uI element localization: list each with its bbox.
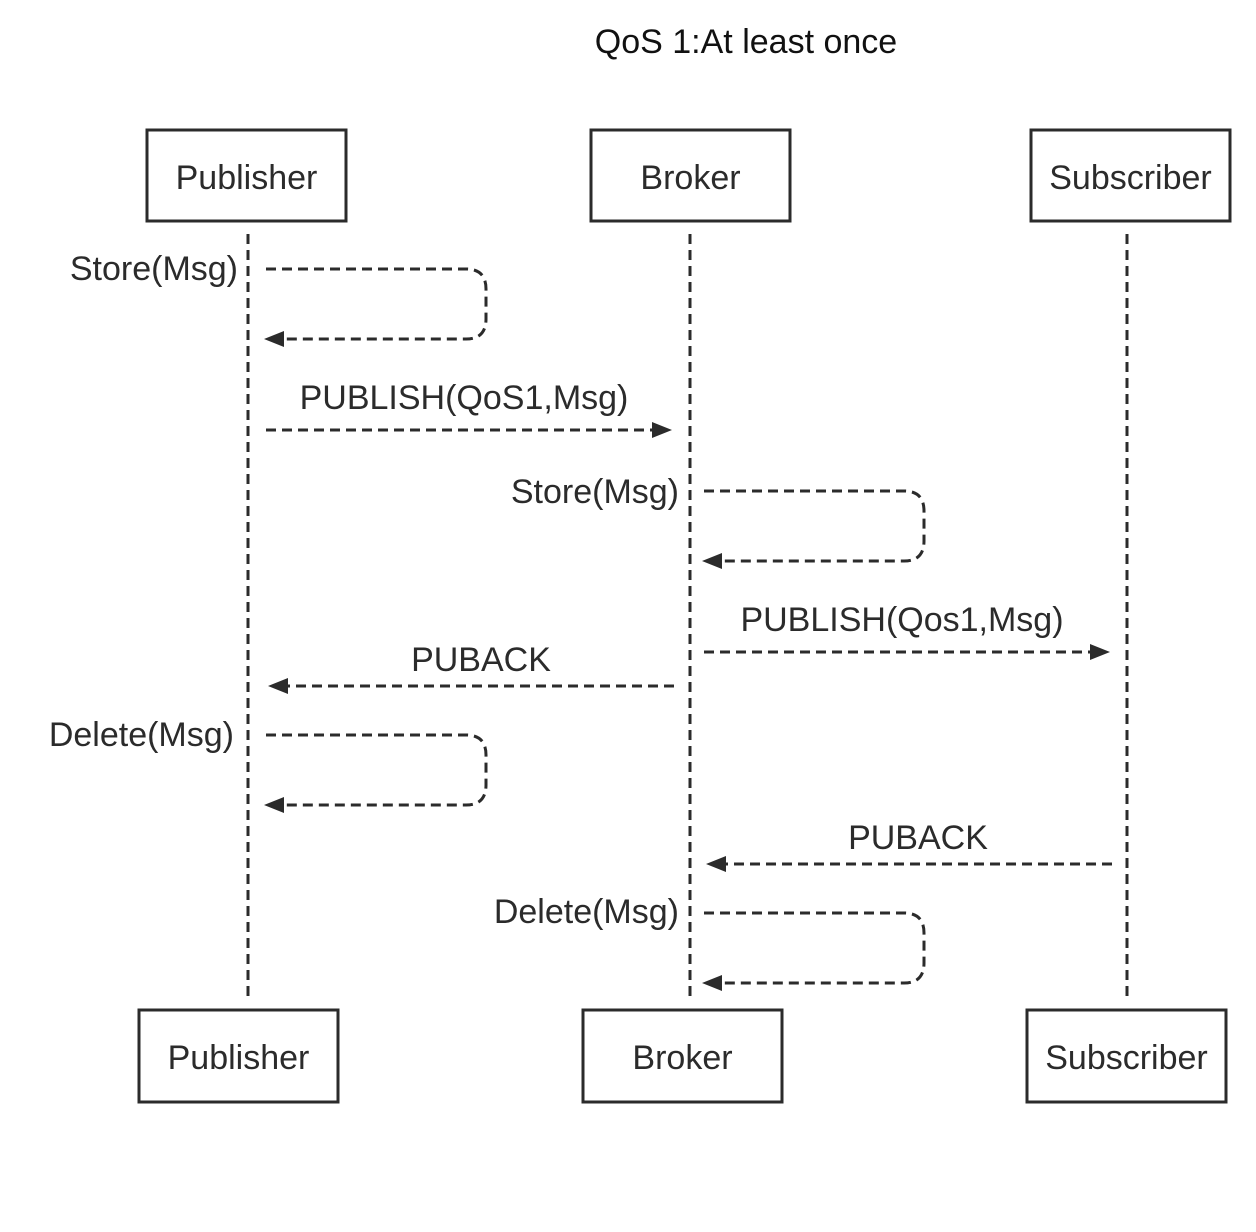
publish-to-subscriber-message: PUBLISH(Qos1,Msg): [704, 601, 1110, 660]
broker-box-bottom: Broker: [581, 1008, 784, 1104]
arrowhead-icon: [264, 797, 284, 813]
diagram-title: QoS 1:At least once: [595, 23, 897, 61]
puback-to-publisher-label: PUBACK: [411, 641, 551, 679]
broker-box-top: Broker: [589, 128, 792, 223]
publish-to-subscriber-label: PUBLISH(Qos1,Msg): [740, 601, 1063, 639]
publisher-delete-label: Delete(Msg): [49, 716, 234, 754]
broker-store-message: Store(Msg): [511, 473, 926, 569]
publisher-store-message: Store(Msg): [70, 250, 488, 347]
arrowhead-icon: [702, 553, 722, 569]
puback-to-broker-label: PUBACK: [848, 819, 988, 857]
subscriber-label-bottom: Subscriber: [1045, 1039, 1208, 1077]
publish-to-broker-label: PUBLISH(QoS1,Msg): [300, 379, 629, 417]
arrowhead-icon: [652, 422, 672, 438]
broker-store-label: Store(Msg): [511, 473, 679, 511]
subscriber-box-top: Subscriber: [1029, 128, 1232, 223]
arrowhead-icon: [1090, 644, 1110, 660]
broker-delete-message: Delete(Msg): [494, 893, 926, 991]
subscriber-label-top: Subscriber: [1049, 159, 1212, 197]
puback-to-broker-message: PUBACK: [706, 819, 1112, 872]
arrowhead-icon: [706, 856, 726, 872]
subscriber-box-bottom: Subscriber: [1025, 1008, 1228, 1104]
publisher-box-bottom: Publisher: [137, 1008, 340, 1104]
arrowhead-icon: [264, 331, 284, 347]
publisher-box-top: Publisher: [145, 128, 348, 223]
arrowhead-icon: [702, 975, 722, 991]
broker-delete-label: Delete(Msg): [494, 893, 679, 931]
publisher-store-label: Store(Msg): [70, 250, 238, 288]
publisher-label-top: Publisher: [176, 159, 318, 197]
arrowhead-icon: [268, 678, 288, 694]
puback-to-publisher-message: PUBACK: [268, 641, 674, 694]
publisher-label-bottom: Publisher: [168, 1039, 310, 1077]
publisher-delete-message: Delete(Msg): [49, 716, 488, 813]
broker-label-bottom: Broker: [632, 1039, 732, 1077]
publish-to-broker-message: PUBLISH(QoS1,Msg): [266, 379, 672, 438]
broker-label-top: Broker: [640, 159, 740, 197]
